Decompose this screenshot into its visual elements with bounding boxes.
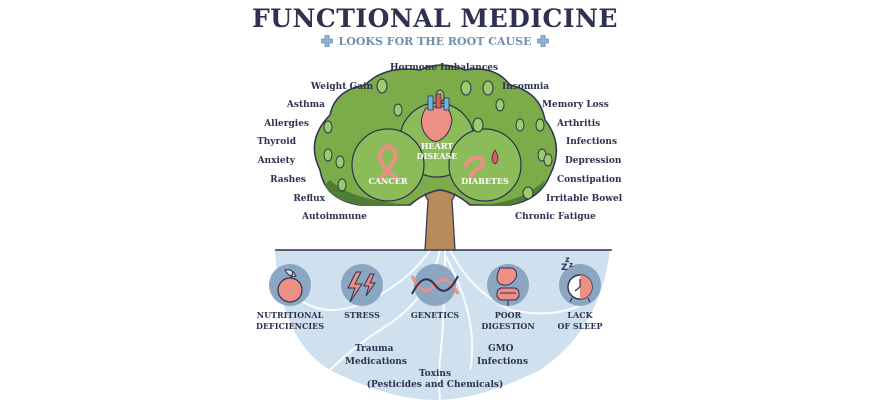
subtitle-text: LOOKS FOR THE ROOT CAUSE: [338, 35, 532, 48]
branch-label-heart-disease: HEART DISEASE: [416, 141, 458, 161]
cause-medications: Medications: [345, 357, 407, 367]
awareness-ribbon-icon: [378, 144, 398, 180]
symptom-left: Rashes: [270, 175, 306, 185]
dna-icon: [410, 275, 460, 295]
symptom-right: Chronic Fatigue: [515, 212, 596, 222]
symptom-left: Asthma: [286, 100, 325, 110]
medical-cross-icon: [537, 35, 550, 47]
symptom-left: Weight Gain: [310, 82, 373, 92]
symptom-left: Allergies: [264, 119, 309, 129]
subtitle: LOOKS FOR THE ROOT CAUSE: [0, 35, 870, 48]
pancreas-blood-drop-icon: [464, 149, 499, 180]
cause-label-lack-of-sleep: LACK OF SLEEP: [557, 310, 603, 331]
svg-text:Z: Z: [561, 263, 568, 273]
medical-cross-icon: [320, 35, 333, 47]
cause-trauma: Trauma: [355, 344, 394, 354]
cause-label-poor-digestion: POOR DIGESTION: [481, 310, 535, 331]
symptom-right: Constipation: [557, 175, 622, 185]
branch-diabetes: [448, 128, 522, 202]
leaves: [323, 78, 553, 200]
cause-gmo: GMO: [488, 344, 514, 354]
stomach-intestine-icon: [496, 267, 520, 306]
svg-text:z: z: [569, 261, 573, 269]
apple-icon: [277, 269, 303, 303]
alarm-clock-sleep-icon: z Z z: [561, 255, 593, 303]
symptom-left: Thyroid: [257, 137, 296, 147]
symptom-left: Autoimmune: [302, 212, 367, 222]
branch-label-cancer: CANCER: [368, 176, 408, 186]
svg-text:z: z: [565, 255, 570, 264]
symptom-right: Arthritis: [557, 119, 601, 129]
heart-organ-icon: [420, 93, 453, 142]
symptom-left: Anxiety: [257, 156, 295, 166]
symptom-right: Irritable Bowel: [546, 194, 623, 204]
symptom-hormone-imbalances: Hormone Imbalances: [390, 63, 499, 73]
cause-label-genetics: GENETICS: [410, 310, 460, 320]
branch-cancer: [351, 128, 425, 202]
cause-label-nutritional-deficiencies: NUTRITIONAL DEFICIENCIES: [256, 310, 324, 331]
cause-toxins: Toxins (Pesticides and Chemicals): [366, 369, 504, 390]
symptom-left: Reflux: [293, 194, 325, 204]
symptom-right: Depression: [565, 156, 622, 166]
symptom-right: Infections: [566, 137, 618, 147]
page-title: FUNCTIONAL MEDICINE: [251, 4, 618, 33]
symptom-right: Insomnia: [502, 82, 550, 92]
cause-label-stress: STRESS: [344, 310, 380, 320]
branch-label-diabetes: DIABETES: [461, 176, 509, 186]
lightning-bolt-icon: [347, 271, 376, 303]
cause-infections: Infections: [477, 357, 529, 367]
symptom-right: Memory Loss: [542, 100, 609, 110]
